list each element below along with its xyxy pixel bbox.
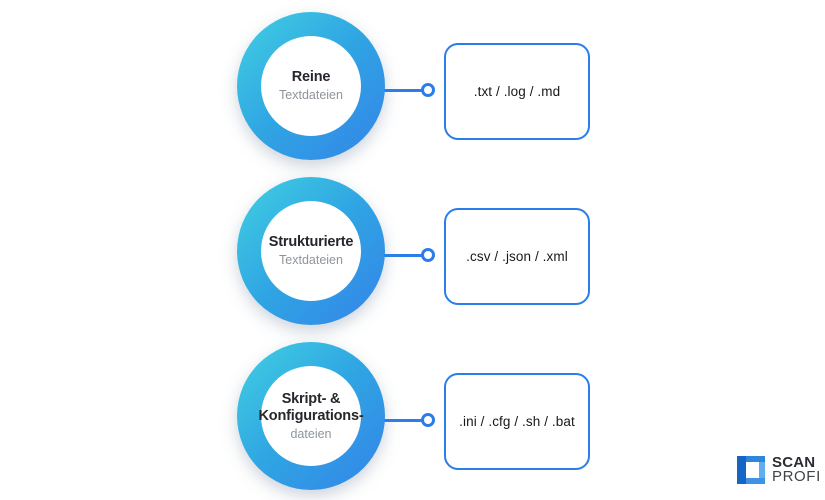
category-title: Strukturierte [268,234,354,250]
category-badge-inner: Strukturierte Textdateien [261,201,361,301]
scanprofi-logo: SCAN PROFI [737,454,821,485]
logo-line2: PROFI [772,468,821,485]
category-badge: Strukturierte Textdateien [237,177,385,325]
category-row-strukturierte-textdateien: Strukturierte Textdateien .csv / .json /… [0,177,825,325]
category-subtitle: dateien [290,426,332,441]
category-subtitle: Textdateien [279,88,343,102]
category-badge: Skript- & Konfigurations- dateien [237,342,385,490]
category-row-reine-textdateien: Reine Textdateien .txt / .log / .md [0,12,825,160]
category-badge-inner: Skript- & Konfigurations- dateien [258,366,364,466]
category-row-skript-konfigurationsdateien: Skript- & Konfigurations- dateien .ini /… [0,342,825,490]
category-badge: Reine Textdateien [237,12,385,160]
scanner-frame-icon [737,456,765,484]
connector-node-icon [421,248,435,262]
extensions-box: .ini / .cfg / .sh / .bat [444,373,590,470]
connector-line [384,254,424,257]
category-title: Reine [291,69,331,85]
extensions-text: .txt / .log / .md [473,84,561,99]
extensions-box: .csv / .json / .xml [444,208,590,305]
extensions-text: .ini / .cfg / .sh / .bat [459,414,575,429]
connector-node-icon [421,413,435,427]
category-badge-inner: Reine Textdateien [261,36,361,136]
category-title: Skript- & Konfigurations- [258,390,364,424]
connector-line [384,419,424,422]
connector-line [384,89,424,92]
category-subtitle: Textdateien [279,253,343,267]
extensions-text: .csv / .json / .xml [466,249,568,264]
logo-text: SCAN PROFI [772,454,821,485]
logo-line1: SCAN [772,454,816,471]
extensions-box: .txt / .log / .md [444,43,590,140]
connector-node-icon [421,83,435,97]
